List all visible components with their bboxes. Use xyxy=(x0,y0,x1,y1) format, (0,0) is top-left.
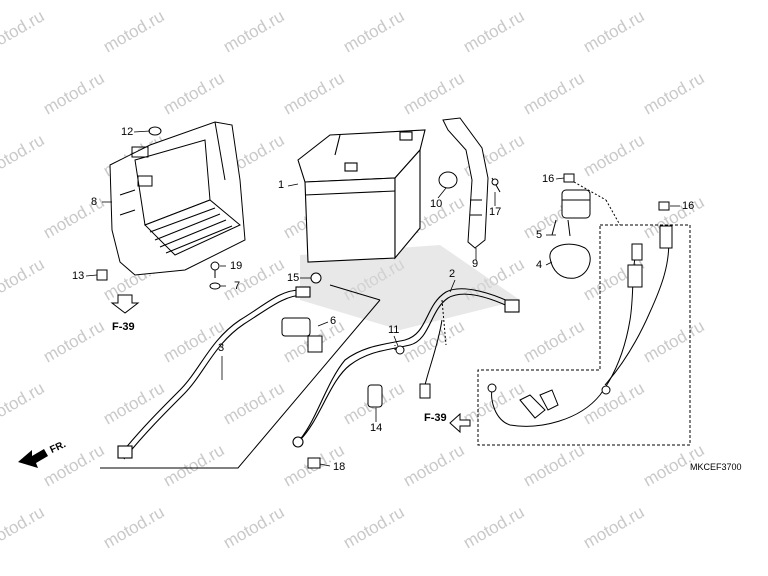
callout-10: 10 xyxy=(430,198,443,210)
callout-8: 8 xyxy=(91,196,98,208)
battery-box xyxy=(109,121,246,276)
nut-13 xyxy=(96,269,108,281)
callout-11: 11 xyxy=(388,324,400,336)
callout-18: 18 xyxy=(333,461,346,473)
callout-19: 19 xyxy=(230,260,243,272)
callout-1: 1 xyxy=(278,179,285,191)
callout-15: 15 xyxy=(287,272,300,284)
callout-5: 5 xyxy=(536,229,543,241)
cable-3 xyxy=(117,286,311,460)
bolt-19 xyxy=(210,261,220,278)
bolt-12 xyxy=(148,126,162,136)
bolt-11 xyxy=(395,345,405,355)
harness-subassembly-box xyxy=(477,224,691,446)
terminal-14 xyxy=(367,384,383,408)
callout-16b: 16 xyxy=(682,200,695,212)
callout-7: 7 xyxy=(234,280,241,292)
diagram-code: MKCEF3700 xyxy=(690,462,742,472)
callout-12: 12 xyxy=(121,126,134,138)
relay-cover-4 xyxy=(549,243,591,279)
terminal-cover-10 xyxy=(438,171,458,189)
f39-right-arrow xyxy=(449,412,471,434)
cap-16b xyxy=(658,201,670,211)
callout-13: 13 xyxy=(72,270,85,282)
screw-17 xyxy=(491,177,501,193)
front-arrow-icon xyxy=(18,449,48,468)
f39-left-arrow xyxy=(110,294,140,314)
callout-2: 2 xyxy=(449,268,456,280)
bolt-18 xyxy=(307,457,321,469)
sensor-6 xyxy=(281,317,323,353)
battery xyxy=(297,129,426,263)
callout-9: 9 xyxy=(472,258,479,270)
callout-leaders xyxy=(85,130,680,467)
starter-relay xyxy=(551,189,591,237)
callout-16a: 16 xyxy=(542,173,555,185)
callout-4: 4 xyxy=(536,259,543,271)
ref-f39-right: F-39 xyxy=(424,412,447,424)
callout-3: 3 xyxy=(218,342,225,354)
battery-band xyxy=(442,117,489,249)
shadow-area xyxy=(300,245,520,330)
callout-17: 17 xyxy=(489,206,502,218)
washer-7 xyxy=(209,282,221,290)
cable-2 xyxy=(292,288,520,448)
callout-14: 14 xyxy=(370,422,383,434)
nut-15 xyxy=(310,272,322,284)
ref-f39-left: F-39 xyxy=(112,321,135,333)
callout-6: 6 xyxy=(330,315,337,327)
cap-16a xyxy=(563,173,575,183)
wire-14 xyxy=(419,319,443,399)
harness-subassembly xyxy=(487,225,673,427)
leaders xyxy=(394,181,621,350)
section-border xyxy=(100,284,381,469)
